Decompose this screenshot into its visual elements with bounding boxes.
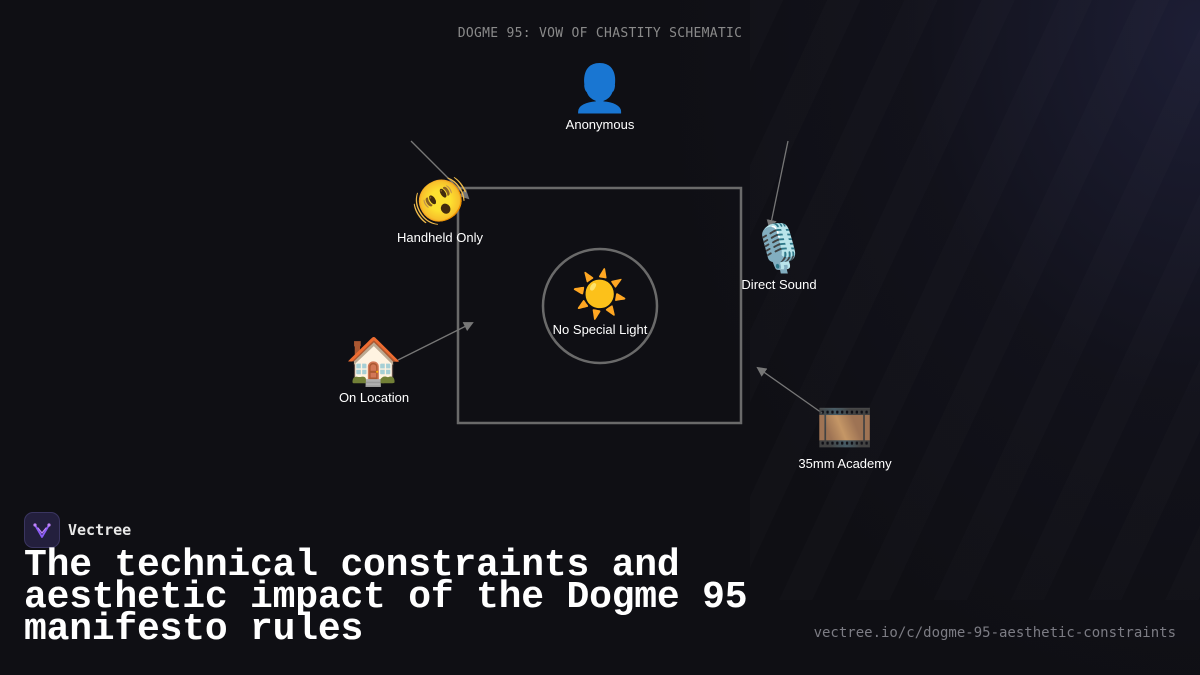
- link-on-location: [397, 322, 474, 361]
- node-no-special-light: ☀️ No Special Light: [553, 268, 648, 337]
- house-icon: 🏠: [345, 335, 403, 387]
- sun-icon: ☀️: [571, 268, 629, 320]
- vectree-logo-icon: [24, 512, 60, 548]
- node-on-location: 🏠 On Location: [339, 334, 409, 405]
- diagram-title: DOGME 95: VOW OF CHASTITY SCHEMATIC: [457, 26, 743, 41]
- node-35mm-academy: 🎞️ 35mm Academy: [798, 400, 891, 471]
- node-label: Direct Sound: [741, 277, 817, 292]
- node-label: Anonymous: [565, 117, 635, 132]
- page-url[interactable]: vectree.io/c/dogme-95-aesthetic-constrai…: [813, 625, 1176, 641]
- node-anonymous: 👤 Anonymous: [566, 61, 635, 132]
- person-silhouette-icon: 👤: [571, 62, 629, 114]
- node-direct-sound: 🎙️ Direct Sound: [741, 221, 816, 292]
- link-direct-sound: [766, 140, 789, 230]
- center-circle: [541, 247, 659, 365]
- node-label: Handheld Only: [397, 230, 483, 245]
- link-handheld: [410, 140, 470, 200]
- node-label: On Location: [338, 390, 410, 405]
- shaking-face-icon: 🫨: [411, 175, 469, 227]
- headline: The technical constraints and aesthetic …: [24, 544, 748, 651]
- node-label: 35mm Academy: [798, 456, 892, 471]
- microphone-icon: 🎙️: [750, 222, 808, 274]
- brand: Vectree: [24, 512, 131, 548]
- node-handheld-only: 🫨 Handheld Only: [397, 174, 483, 245]
- node-label: No Special Light: [552, 322, 648, 337]
- film-frames-icon: 🎞️: [816, 401, 874, 453]
- frame-box: [456, 186, 743, 425]
- link-35mm: [756, 366, 823, 414]
- brand-name: Vectree: [68, 521, 132, 539]
